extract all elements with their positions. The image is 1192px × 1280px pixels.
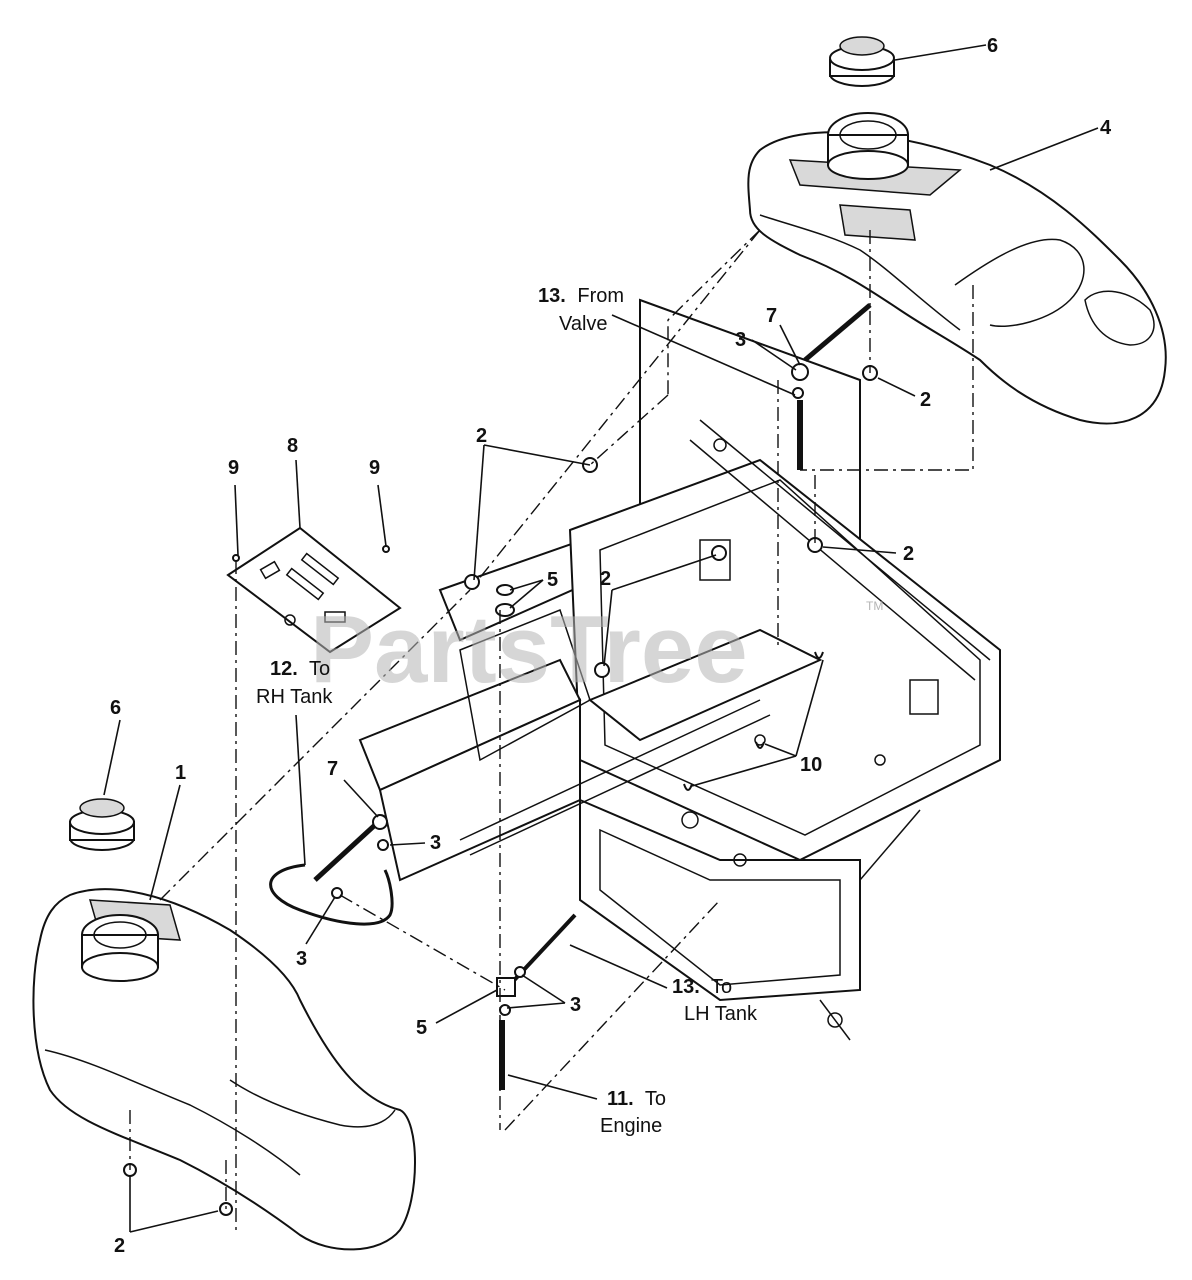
note-to-lh-tank-line2: LH Tank <box>684 1003 758 1025</box>
svg-text:13. From: 13. From <box>538 285 624 307</box>
watermark-trademark: TM <box>866 599 883 613</box>
phantom-lines <box>129 229 974 1230</box>
callout-9-right: 9 <box>369 457 380 479</box>
hardware <box>123 365 878 1216</box>
note-to-lh-tank-number: 13. <box>672 976 700 998</box>
callout-2-tank-rh: 2 <box>920 389 931 411</box>
callout-2-right: 2 <box>903 543 914 565</box>
callout-3-valve: 3 <box>570 994 581 1016</box>
note-to-engine: 11. To Engine <box>600 1088 666 1137</box>
note-from-valve: 13. From Valve <box>538 285 624 335</box>
svg-text:11. To: 11. To <box>607 1088 666 1110</box>
callout-numbers: 6 4 3 7 2 2 2 2 5 8 9 9 6 1 7 3 3 10 3 5… <box>110 35 1112 1257</box>
mounting-plate <box>226 526 402 654</box>
watermark: PartsTree <box>310 596 748 703</box>
callout-2-tank-lh: 2 <box>114 1235 125 1257</box>
note-to-lh-tank-line1: To <box>711 976 732 998</box>
callout-6-upper: 6 <box>987 35 998 57</box>
fuel-cap-upper <box>829 36 895 87</box>
svg-text:12. To: 12. To <box>270 658 330 680</box>
note-to-rh-tank: 12. To RH Tank <box>256 658 333 708</box>
callout-7-lower: 7 <box>327 758 338 780</box>
callout-8: 8 <box>287 435 298 457</box>
callout-3-lower-left: 3 <box>296 948 307 970</box>
note-to-engine-line1: To <box>645 1088 666 1110</box>
note-to-rh-tank-number: 12. <box>270 658 298 680</box>
callout-3-upper: 3 <box>735 329 746 351</box>
mower-frame <box>358 298 1001 1041</box>
callout-5-lower: 5 <box>416 1017 427 1039</box>
callout-5-upper: 5 <box>547 569 558 591</box>
note-from-valve-line2: Valve <box>559 313 608 335</box>
fuel-tank-rh <box>747 112 1167 425</box>
svg-text:13. To: 13. To <box>672 976 732 998</box>
note-to-rh-tank-line2: RH Tank <box>256 686 333 708</box>
fuel-cap-lower <box>69 798 135 851</box>
note-from-valve-number: 13. <box>538 285 566 307</box>
fuel-tank-lh <box>32 888 416 1251</box>
callout-7-upper: 7 <box>766 305 777 327</box>
callout-4: 4 <box>1100 117 1112 139</box>
note-to-engine-number: 11. <box>607 1088 634 1110</box>
callout-6-lower: 6 <box>110 697 121 719</box>
callout-2-top: 2 <box>476 425 487 447</box>
callout-2-center: 2 <box>600 568 611 590</box>
callout-10: 10 <box>800 754 822 776</box>
leader-lines <box>103 44 1099 1233</box>
callout-1: 1 <box>175 762 186 784</box>
note-to-lh-tank: 13. To LH Tank <box>672 976 758 1025</box>
note-to-rh-tank-line1: To <box>309 658 330 680</box>
callout-9-left: 9 <box>228 457 239 479</box>
note-to-engine-line2: Engine <box>600 1115 662 1137</box>
fuel-lines <box>269 303 872 1090</box>
note-from-valve-line1: From <box>577 285 624 307</box>
callout-3-mid: 3 <box>430 832 441 854</box>
